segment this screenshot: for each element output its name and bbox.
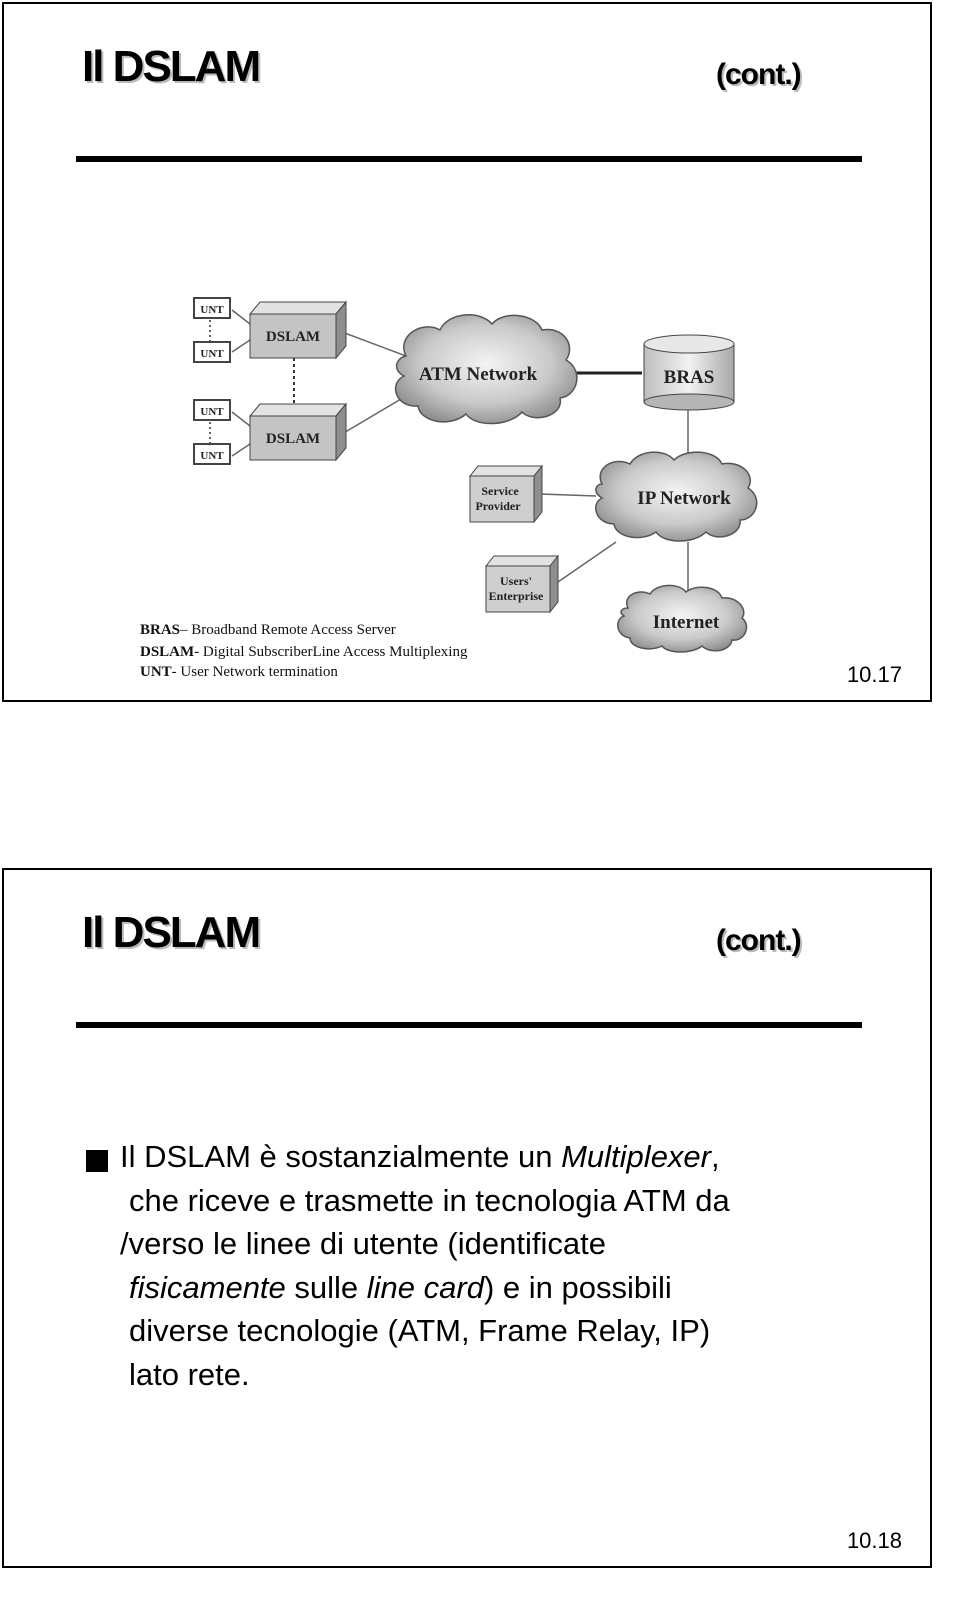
svg-text:UNT: UNT <box>200 450 224 462</box>
title-rule <box>76 156 862 162</box>
page-number: 10.18 <box>846 1528 902 1553</box>
legend-unt: UNT- User Network termination <box>140 664 338 680</box>
unt-node-3: UNT <box>193 399 231 421</box>
svg-text:Internet: Internet <box>653 612 720 633</box>
text-line-5: diverse tecnologie (ATM, Frame Relay, IP… <box>129 1313 711 1348</box>
dslam-node-2: DSLAM <box>248 402 348 462</box>
svg-text:UNT: UNT <box>200 304 224 316</box>
svg-text:ATM Network: ATM Network <box>419 364 538 385</box>
svg-text:BRAS: BRAS <box>664 367 715 388</box>
bras-server: BRAS <box>643 334 735 411</box>
slide-title-cont: (cont.) <box>716 58 802 91</box>
square-bullet-icon <box>86 1150 108 1172</box>
text-line-6: lato rete. <box>129 1356 250 1392</box>
text-line-4: fisicamente sulle line card) e in possib… <box>129 1269 672 1305</box>
slide-title-cont: (cont.) <box>716 924 802 957</box>
dslam-node-1: DSLAM <box>248 300 348 360</box>
legend-bras: BRAS– Broadband Remote Access Server <box>140 622 396 638</box>
svg-text:Enterprise: Enterprise <box>489 589 544 603</box>
unt-node-1: UNT <box>193 297 231 319</box>
diagram-legend: BRAS– Broadband Remote Access Server DSL… <box>140 622 468 680</box>
atm-network-cloud: ATM Network <box>394 314 578 425</box>
slide-title: Il DSLAM <box>82 908 261 957</box>
text-line-3: /verso le linee di utente (identificate <box>120 1226 606 1261</box>
service-provider-node: Service Provider <box>468 464 544 524</box>
svg-text:UNT: UNT <box>200 406 224 418</box>
text-line-1: Il DSLAM è sostanzialmente un Multiplexe… <box>120 1139 720 1174</box>
page-number: 10.17 <box>846 662 902 687</box>
slide-10-17: Il DSLAM (cont.) <box>2 2 932 702</box>
svg-text:UNT: UNT <box>200 348 224 360</box>
bullet-paragraph: Il DSLAM è sostanzialmente un Multiplexe… <box>84 1135 844 1396</box>
svg-text:DSLAM: DSLAM <box>266 431 320 447</box>
ip-network-cloud: IP Network <box>595 451 758 542</box>
svg-text:IP Network: IP Network <box>637 488 731 509</box>
legend-dslam: DSLAM- Digital SubscriberLine Access Mul… <box>140 644 468 660</box>
slide-title: Il DSLAM <box>82 42 261 91</box>
dslam-network-diagram: UNT UNT UNT UNT DSLAM DSLAM <box>140 297 758 680</box>
svg-text:Service: Service <box>481 484 519 498</box>
internet-cloud: Internet <box>617 584 748 653</box>
text-line-2: che riceve e trasmette in tecnologia ATM… <box>129 1182 730 1218</box>
unt-node-2: UNT <box>193 341 231 363</box>
title-rule <box>76 1022 862 1028</box>
slide-10-18: Il DSLAM (cont.) Il DSLAM è sostanzialme… <box>2 868 932 1568</box>
unt-node-4: UNT <box>193 443 231 465</box>
users-enterprise-node: Users' Enterprise <box>484 554 560 614</box>
svg-text:DSLAM: DSLAM <box>266 329 320 345</box>
svg-text:Provider: Provider <box>475 499 521 513</box>
svg-text:Users': Users' <box>500 574 532 588</box>
